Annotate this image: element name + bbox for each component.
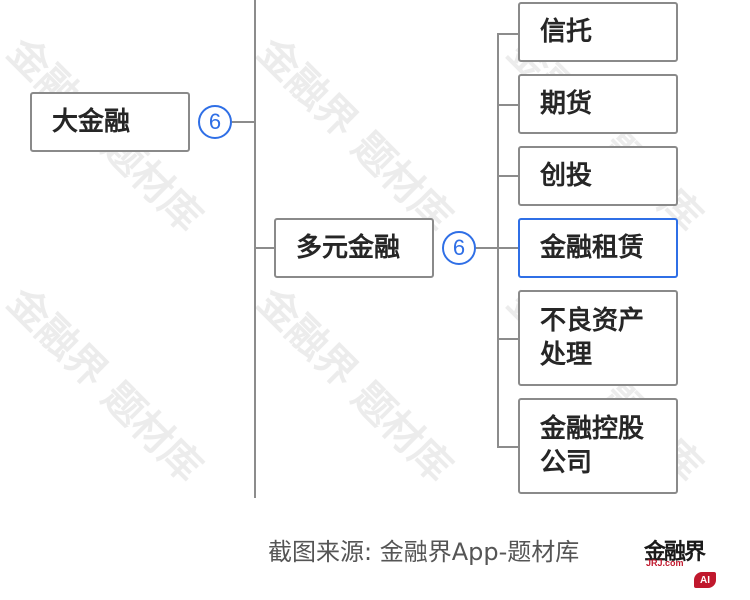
connector-child-6 (497, 446, 519, 448)
node-label: 多元金融 (296, 233, 401, 263)
watermark: 金融界 题材库 (248, 29, 461, 242)
connector-child-4 (497, 247, 519, 249)
node-label: 不良资产处理 (540, 306, 645, 370)
connector-children-trunk (497, 33, 499, 447)
node-label: 大金融 (52, 107, 131, 137)
connector-branch-in (254, 247, 276, 249)
node-child[interactable]: 不良资产处理 (518, 290, 678, 386)
node-child[interactable]: 期货 (518, 74, 678, 134)
connector-root-trunk (254, 0, 256, 498)
source-caption: 截图来源: 金融界App-题材库 (268, 538, 580, 566)
node-branch[interactable]: 多元金融 (274, 218, 434, 278)
node-label: 金融租赁 (540, 233, 645, 263)
watermark: 金融界 题材库 (0, 279, 211, 492)
root-count-badge[interactable]: 6 (198, 105, 232, 139)
node-child[interactable]: 信托 (518, 2, 678, 62)
brand-logo: 金融界 JRJ.com AI (644, 532, 720, 588)
node-label: 信托 (540, 17, 593, 47)
connector-child-1 (497, 33, 519, 35)
logo-subtext: JRJ.com (646, 558, 684, 568)
connector-child-5 (497, 338, 519, 340)
node-label: 期货 (540, 89, 593, 119)
branch-count-badge[interactable]: 6 (442, 231, 476, 265)
logo-text: 金融界 (644, 540, 706, 565)
node-label: 创投 (540, 161, 593, 191)
node-child[interactable]: 金融控股公司 (518, 398, 678, 494)
ai-badge: AI (694, 572, 716, 588)
connector-branch-badge (476, 247, 498, 249)
node-child-selected[interactable]: 金融租赁 (518, 218, 678, 278)
connector-child-3 (497, 175, 519, 177)
node-label: 金融控股公司 (540, 414, 645, 478)
connector-child-2 (497, 104, 519, 106)
connector-root-badge (232, 121, 256, 123)
watermark: 金融界 题材库 (248, 279, 461, 492)
node-root[interactable]: 大金融 (30, 92, 190, 152)
node-child[interactable]: 创投 (518, 146, 678, 206)
